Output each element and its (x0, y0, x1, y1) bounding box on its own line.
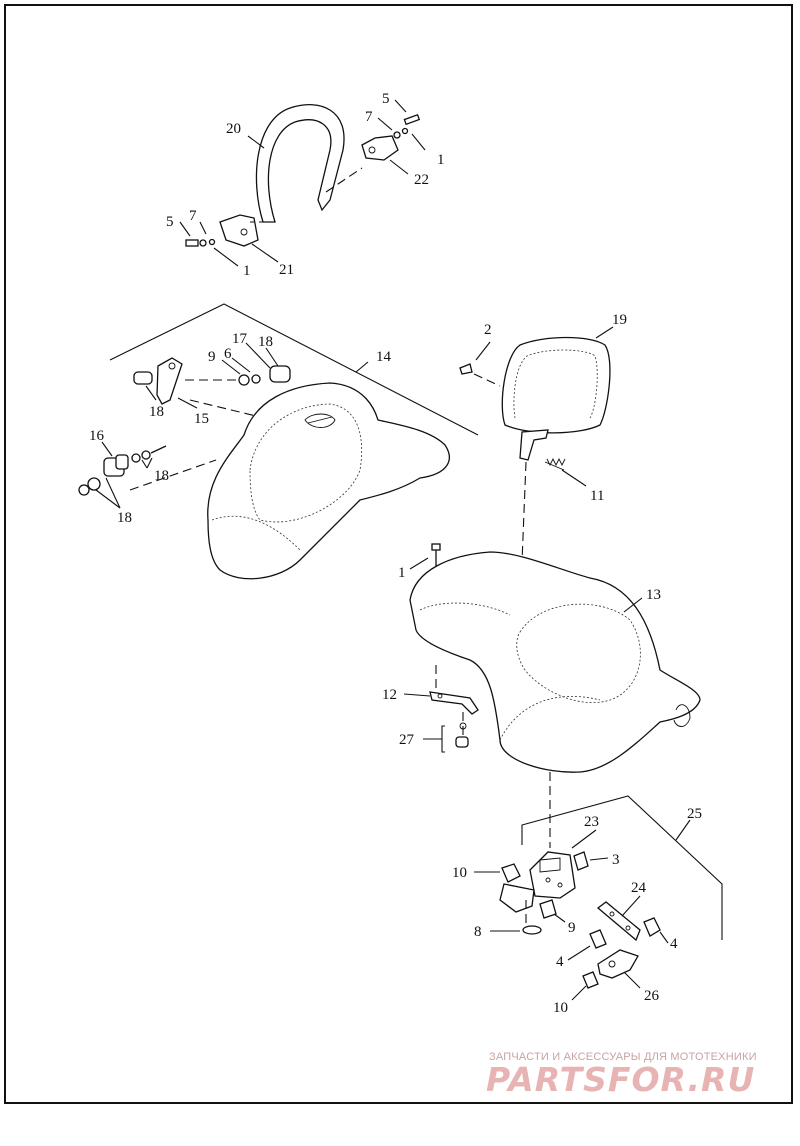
bolt-part-4-right (643, 917, 661, 937)
washer-part-1-lower (208, 238, 216, 246)
group-bracket-part-25 (521, 795, 723, 940)
callout-5: 5 (166, 214, 174, 230)
bolt-part-18 (150, 445, 167, 454)
watermark-logo: PARTSFOR.RU (486, 1060, 756, 1099)
passenger-backrest-cushion (207, 382, 450, 580)
washer-part-18-b (141, 450, 151, 460)
watermark-caption: ЗАПЧАСТИ И АКСЕССУАРЫ ДЛЯ МОТОТЕХНИКИ (489, 1051, 757, 1063)
washer-part-18-d (78, 484, 90, 496)
bolt-part-5-upper (403, 113, 421, 126)
callout-12: 12 (382, 687, 397, 703)
bracket-part-22 (361, 135, 399, 161)
callout-10: 10 (553, 1000, 568, 1016)
washer-part-7-upper (393, 131, 401, 139)
callout-9: 9 (568, 920, 576, 936)
callout-18: 18 (149, 404, 164, 420)
screw-part-1 (431, 543, 441, 566)
nut-part-10-lower (582, 971, 599, 989)
callout-20: 20 (226, 121, 241, 137)
bracket-part-12 (429, 691, 479, 715)
callout-7: 7 (365, 109, 373, 125)
callout-24: 24 (631, 880, 647, 896)
plate-part-24 (596, 901, 641, 942)
bushing-part-18-left (133, 371, 153, 385)
callout-22: 22 (414, 172, 429, 188)
callout-10: 10 (452, 865, 467, 881)
callout-18: 18 (117, 510, 132, 526)
leader-line (325, 167, 363, 193)
callout-3: 3 (612, 852, 620, 868)
callout-19: 19 (612, 312, 627, 328)
bracket-plate (499, 883, 535, 913)
callout-7: 7 (189, 208, 197, 224)
nut-part-10-upper (501, 863, 521, 883)
washer-part-6 (251, 374, 261, 384)
callout-6: 6 (224, 346, 232, 362)
callout-13: 13 (646, 587, 661, 603)
callout-1: 1 (437, 152, 445, 168)
callout-16: 16 (89, 428, 105, 444)
washer-part-18-c (87, 477, 101, 491)
group-bracket-part-14 (109, 303, 479, 436)
callout-17: 17 (232, 331, 248, 347)
washer-part-7-lower (199, 239, 207, 247)
callout-26: 26 (644, 988, 660, 1004)
bolt-part-3 (573, 851, 589, 871)
screw-part-2 (459, 363, 473, 375)
backrest-pad-part-19 (501, 336, 611, 461)
washer-part-8 (522, 925, 542, 935)
callout-11: 11 (590, 488, 604, 504)
spring-part-11 (544, 461, 565, 471)
callout-27: 27 (399, 732, 415, 748)
bracket-part-23 (529, 851, 576, 899)
callout-23: 23 (584, 814, 599, 830)
backrest-bracket-part-15 (156, 357, 183, 405)
callout-18: 18 (154, 468, 169, 484)
callout-14: 14 (376, 349, 392, 365)
washer-part-9 (238, 374, 250, 386)
bolt-part-5-lower (185, 239, 199, 247)
callout-1: 1 (398, 565, 406, 581)
callout-18: 18 (258, 334, 273, 350)
callout-9: 9 (208, 349, 216, 365)
callout-5: 5 (382, 91, 390, 107)
washer-part-9-lower (539, 899, 557, 919)
bolt-part-4-left (589, 929, 607, 949)
washer-part-18-a (131, 453, 141, 463)
washer-part-1-upper (401, 127, 409, 135)
diagram-border (4, 4, 793, 1104)
bracket-part-21 (219, 214, 259, 247)
callout-4: 4 (556, 954, 564, 970)
callout-1: 1 (243, 263, 251, 279)
callout-2: 2 (484, 322, 492, 338)
callout-4: 4 (670, 936, 678, 952)
callout-21: 21 (279, 262, 294, 278)
backrest-bar-part-20 (255, 104, 345, 223)
main-seat-part-13 (409, 551, 701, 773)
callout-8: 8 (474, 924, 482, 940)
callout-15: 15 (194, 411, 209, 427)
bracket-part-26 (597, 949, 639, 979)
group-bracket-part-27 (441, 725, 445, 753)
bushing-part-18-right (269, 365, 291, 383)
bracket-part-16 (103, 454, 129, 477)
callout-25: 25 (687, 806, 702, 822)
